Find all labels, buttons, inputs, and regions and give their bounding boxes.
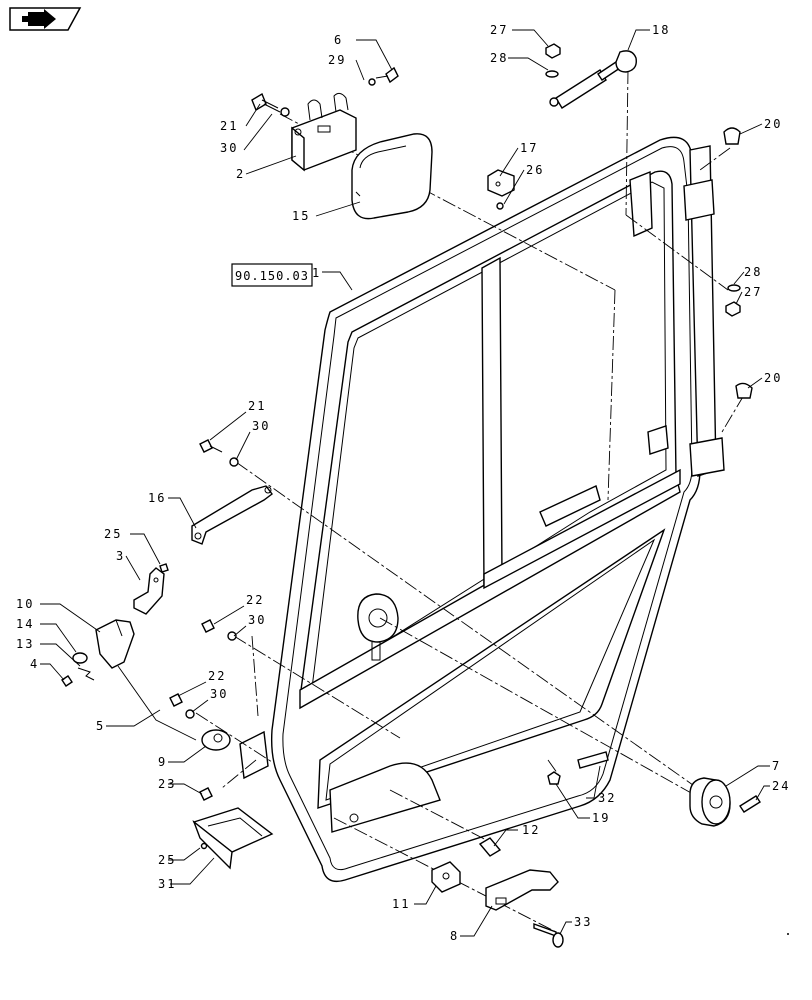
arrow-next-icon: [22, 9, 56, 29]
part-30-washer-upper: [227, 631, 237, 641]
next-page-button[interactable]: [9, 7, 82, 31]
callout-13: 13: [16, 637, 34, 651]
part-3-bracket: [133, 567, 165, 615]
part-22-screw-lower: [169, 693, 183, 707]
callout-31: 31: [158, 877, 176, 891]
callout-17: 17: [520, 141, 538, 155]
callout-32: 32: [598, 791, 616, 805]
callout-25a: 25: [104, 527, 122, 541]
part-31-step-cover: [192, 807, 274, 870]
callout-5: 5: [96, 719, 105, 733]
part-22-screw-upper: [201, 619, 215, 633]
reference-label: 90.150.03: [235, 269, 309, 283]
callout-33: 33: [574, 915, 592, 929]
callout-12: 12: [522, 823, 540, 837]
part-6-bolt: [375, 66, 399, 84]
callout-20b: 20: [764, 371, 782, 385]
callout-22b: 22: [208, 669, 226, 683]
part-21-screw: [251, 92, 281, 113]
part-33-key: [533, 923, 564, 948]
callout-24: 24: [772, 779, 790, 793]
part-23-screw: [199, 787, 213, 801]
callout-28a: 28: [490, 51, 508, 65]
callout-28b: 28: [744, 265, 762, 279]
corner-mark: [787, 933, 789, 935]
part-2-bracket: [291, 92, 357, 172]
callout-26: 26: [526, 163, 544, 177]
callout-23: 23: [158, 777, 176, 791]
callout-leaders: [40, 29, 770, 937]
part-16-handle-bar: [191, 485, 273, 545]
part-10-latch: [95, 619, 197, 741]
part-25-screw: [159, 563, 169, 573]
part-11-plate: [431, 861, 461, 893]
part-8-outside-handle: [485, 869, 559, 911]
part-26-nut: [496, 202, 504, 210]
part-15-mirror: [351, 133, 433, 220]
part-28-washer: [545, 70, 559, 78]
callout-11: 11: [392, 897, 410, 911]
callout-15: 15: [292, 209, 310, 223]
callout-19: 19: [592, 811, 610, 825]
reference-link[interactable]: 90.150.03: [231, 263, 313, 287]
part-24-screw: [739, 795, 761, 813]
part-29-nut: [368, 78, 376, 86]
callout-30d: 30: [210, 687, 228, 701]
callout-29: 29: [328, 53, 346, 67]
part-32-pad: [577, 751, 609, 769]
callout-22a: 22: [246, 593, 264, 607]
callout-14: 14: [16, 617, 34, 631]
callout-21a: 21: [220, 119, 238, 133]
callout-4: 4: [30, 657, 39, 671]
part-17-block: [487, 169, 515, 197]
part-14-cam: [72, 652, 88, 664]
callout-30a: 30: [220, 141, 238, 155]
callout-30c: 30: [248, 613, 266, 627]
callout-18: 18: [652, 23, 670, 37]
part-12-plate: [478, 837, 502, 857]
part-20-plug-lower: [735, 382, 753, 399]
part-7-lock: [689, 777, 731, 827]
callout-25b: 25: [158, 853, 176, 867]
part-4-screw: [61, 675, 73, 687]
part-13-spring: [77, 667, 95, 681]
door-frame: [239, 136, 725, 883]
callout-16: 16: [148, 491, 166, 505]
callout-21b: 21: [248, 399, 266, 413]
part-27-nut: [545, 43, 561, 59]
callout-7: 7: [772, 759, 781, 773]
part-21-screw-mid: [199, 439, 223, 453]
callout-20a: 20: [764, 117, 782, 131]
part-9-escutcheon: [201, 729, 231, 751]
callout-3: 3: [116, 549, 125, 563]
part-25-screw-lower: [200, 842, 208, 850]
part-18-gas-strut: [549, 50, 637, 109]
callout-27b: 27: [744, 285, 762, 299]
callout-6: 6: [334, 33, 343, 47]
part-27-nut-right: [725, 301, 741, 317]
callout-labels: 1 2 3 4 5 6 7 8 9 10 11 12 13 14 15 16 1…: [16, 23, 790, 943]
callout-30b: 30: [252, 419, 270, 433]
callout-27a: 27: [490, 23, 508, 37]
callout-2: 2: [236, 167, 245, 181]
part-28-washer-right: [727, 284, 741, 292]
callout-9: 9: [158, 755, 167, 769]
part-20-plug-top: [723, 127, 741, 145]
callout-10: 10: [16, 597, 34, 611]
callout-1: 1: [312, 266, 321, 280]
part-30-washer: [280, 107, 290, 117]
callout-8: 8: [450, 929, 459, 943]
part-19-nut: [547, 771, 561, 785]
